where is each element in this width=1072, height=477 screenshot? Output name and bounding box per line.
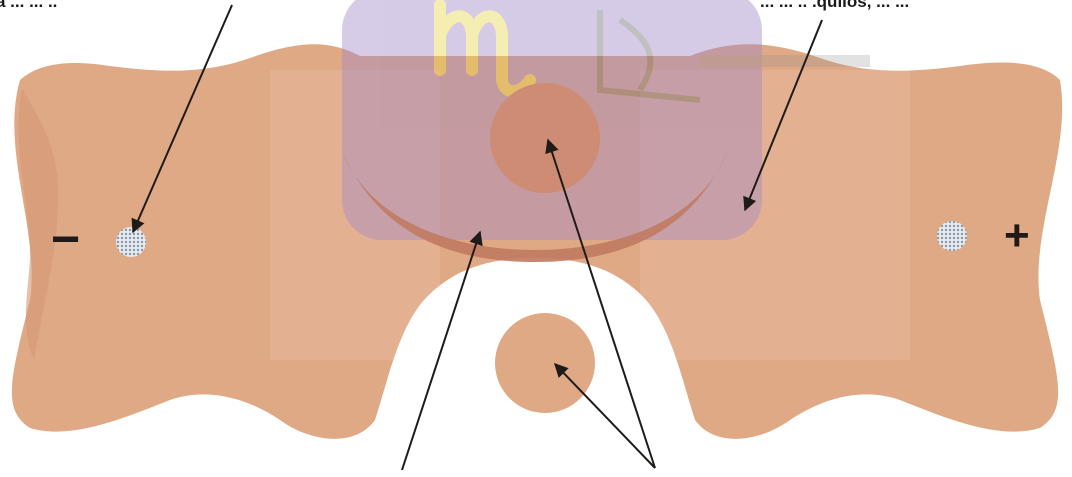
- snap-connector-icon: [116, 227, 146, 257]
- negative-sign-icon: −: [51, 214, 80, 264]
- center-disc: [490, 83, 600, 193]
- arrow-detached-disc: [555, 364, 655, 468]
- snap-connector-icon: [937, 221, 967, 251]
- positive-sign-icon: +: [1004, 214, 1030, 258]
- detached-disc: [495, 313, 595, 413]
